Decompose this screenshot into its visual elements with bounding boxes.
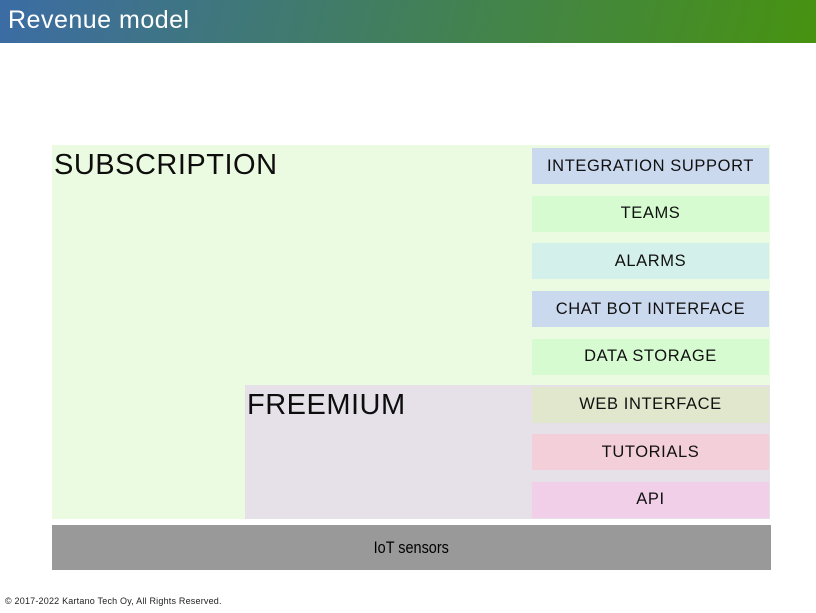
feature-box-integration-support: INTEGRATION SUPPORT <box>532 148 769 184</box>
feature-box-tutorials: TUTORIALS <box>532 434 769 471</box>
iot-sensors-label: IoT sensors <box>373 537 450 557</box>
feature-box-teams: TEAMS <box>532 195 769 232</box>
freemium-tier-label: FREEMIUM <box>247 389 406 421</box>
feature-box-alarms: ALARMS <box>532 243 769 280</box>
page-title: Revenue model <box>8 6 190 34</box>
feature-box-data-storage: DATA STORAGE <box>532 338 769 375</box>
feature-box-api: API <box>532 481 769 518</box>
feature-box-chat-bot-interface: CHAT BOT INTERFACE <box>532 291 769 328</box>
feature-box-web-interface: WEB INTERFACE <box>532 386 769 423</box>
slide-header: Revenue model <box>0 0 816 43</box>
iot-sensors-bar: IoT sensors <box>52 525 771 570</box>
copyright-text: © 2017-2022 Kartano Tech Oy, All Rights … <box>5 596 222 606</box>
feature-column: INTEGRATION SUPPORT TEAMS ALARMS CHAT BO… <box>532 148 769 518</box>
subscription-tier-label: SUBSCRIPTION <box>54 149 278 181</box>
